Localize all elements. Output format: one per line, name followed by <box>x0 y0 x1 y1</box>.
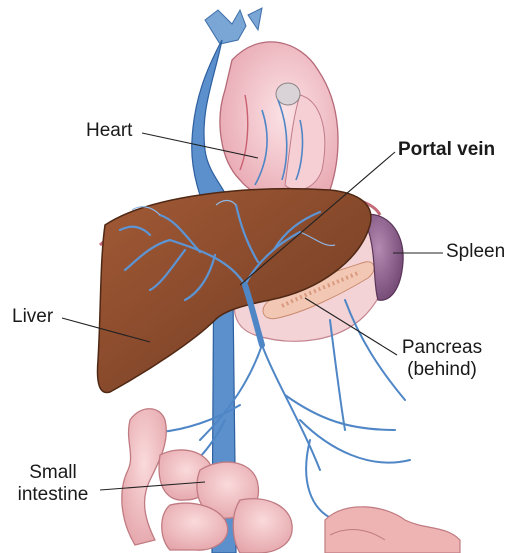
pancreas-label-line2: (behind) <box>392 359 492 381</box>
portal-vein-label: Portal vein <box>398 139 495 161</box>
heart-organ <box>220 42 338 202</box>
great-vessels <box>205 8 262 44</box>
pancreas-label: Pancreas (behind) <box>392 337 492 381</box>
pancreas-label-line1: Pancreas <box>392 337 492 359</box>
heart-label: Heart <box>86 120 132 142</box>
small-intestine-label-line2: intestine <box>8 484 98 506</box>
small-intestine-label-line1: Small <box>8 462 98 484</box>
liver-label: Liver <box>12 306 53 328</box>
small-intestine-label: Small intestine <box>8 462 98 506</box>
spleen-label: Spleen <box>446 241 505 263</box>
small-intestine-organ <box>122 409 292 553</box>
